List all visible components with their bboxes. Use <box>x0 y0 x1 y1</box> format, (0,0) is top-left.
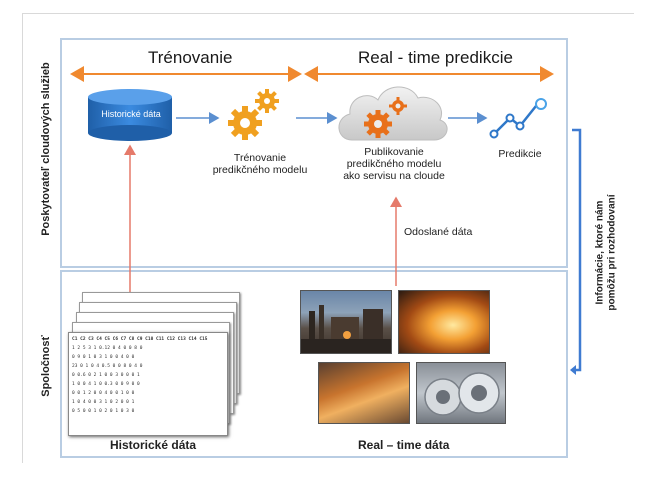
table-row: 0 9 0 1 0 3 1 0 0 4 0 0 <box>72 355 135 360</box>
left-border <box>22 13 23 463</box>
steel-plant-illustration <box>301 305 391 353</box>
gears-icon <box>228 89 279 140</box>
table-row: 0 0.6 0 2 1 0 0 3 0 0 0 1 <box>72 373 140 378</box>
table-row: 1 2 5 3 1 0.12 0 4 0 0 8 0 <box>72 346 143 351</box>
historical-data-caption: Historické dáta <box>110 438 197 452</box>
training-section-title: Trénovanie <box>148 48 233 67</box>
table-header: C1 C2 C3 C4 C5 C6 C7 C8 C9 C10 C11 C12 C… <box>72 337 208 342</box>
photo-steel-coils <box>416 362 506 424</box>
training-model-label-line1: Trénovanie <box>233 152 287 164</box>
sent-data-label: Odoslané dáta <box>404 226 473 238</box>
historical-data-sheets: C1 C2 C3 C4 C5 C6 C7 C8 C9 C10 C11 C12 C… <box>68 292 268 440</box>
photo-steel-plant <box>300 290 392 354</box>
publish-label-line2: predikčného modelu <box>346 158 442 170</box>
company-panel <box>60 270 568 458</box>
database-icon <box>88 89 172 141</box>
training-model-label: Trénovanie predikčného modelu <box>205 152 315 176</box>
table-row: 23 0 1 0 4 0.5 0 0 8 0 4 0 <box>72 364 143 369</box>
data-sheet-front: C1 C2 C3 C4 C5 C6 C7 C8 C9 C10 C11 C12 C… <box>68 332 228 436</box>
publish-label-line1: Publikovanie <box>364 146 424 158</box>
realtime-section-title: Real - time predikcie <box>358 48 513 67</box>
historical-db-label: Historické dáta <box>101 109 161 119</box>
prediction-label: Predikcie <box>498 148 542 160</box>
photo-molten-steel <box>398 290 490 354</box>
top-border <box>22 13 634 14</box>
table-row: 0 5 0 0 1 0 2 0 1 0 3 0 <box>72 409 135 414</box>
table-row: 0 0 1 2 0 0 4 0 0 1 0 0 <box>72 391 135 396</box>
training-model-label-line2: predikčného modelu <box>212 164 308 176</box>
cloud-icon <box>338 86 448 141</box>
table-row: 1 0 4 0 0 3 1 0 2 0 0 1 <box>72 400 135 405</box>
prediction-chart-icon <box>489 98 547 139</box>
cloud-provider-panel <box>60 38 568 268</box>
steel-coils-illustration <box>424 372 500 416</box>
publish-label-line3: ako servisu na cloude <box>343 170 445 182</box>
publish-model-label: Publikovanie predikčného modelu ako serv… <box>334 146 454 182</box>
photo-hot-rolling <box>318 362 410 424</box>
table-row: 1 0 0 4 1 0 0.3 0 0 9 0 0 <box>72 382 140 387</box>
feedback-bracket <box>572 128 582 372</box>
realtime-data-caption: Real – time dáta <box>358 438 450 452</box>
